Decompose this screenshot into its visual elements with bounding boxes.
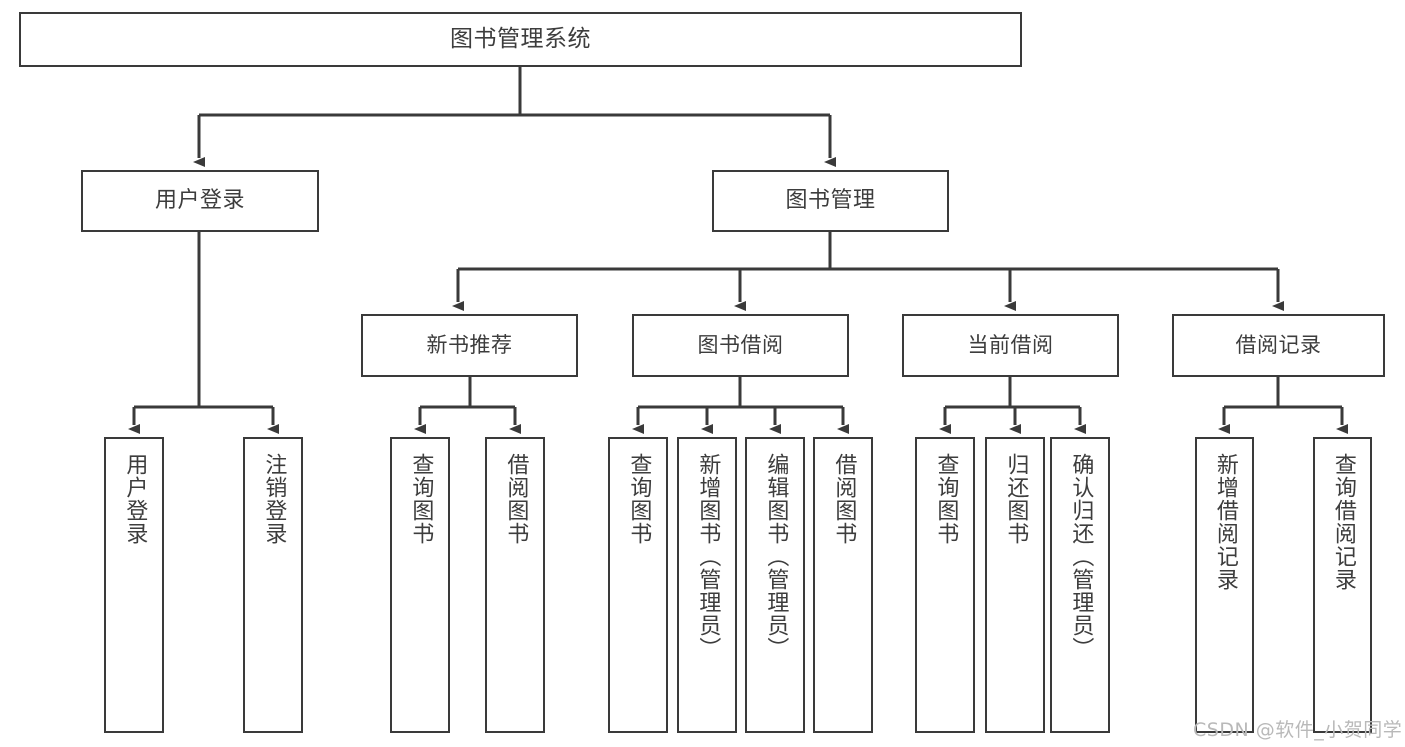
leaf-logout-label: 注销登录 <box>261 453 287 545</box>
leaf-query-book-recommend[interactable]: 查询图书 <box>390 437 450 733</box>
leaf-query-book-current-label: 查询图书 <box>933 453 959 545</box>
leaf-confirm-return-admin[interactable]: 确认归还（管理员） <box>1050 437 1110 733</box>
leaf-add-book-admin[interactable]: 新增图书（管理员） <box>677 437 737 733</box>
leaf-query-book-current[interactable]: 查询图书 <box>915 437 975 733</box>
node-book-borrow-label: 图书借阅 <box>697 333 784 358</box>
leaf-return-book[interactable]: 归还图书 <box>985 437 1045 733</box>
node-user-login-label: 用户登录 <box>154 188 245 214</box>
leaf-query-book-borrow[interactable]: 查询图书 <box>608 437 668 733</box>
leaf-return-book-label: 归还图书 <box>1003 453 1029 545</box>
node-new-book-recommend[interactable]: 新书推荐 <box>361 314 578 377</box>
leaf-borrow-book-label: 借阅图书 <box>831 453 857 545</box>
node-borrow-record[interactable]: 借阅记录 <box>1172 314 1385 377</box>
node-book-management[interactable]: 图书管理 <box>712 170 949 232</box>
watermark-text: CSDN @软件_小贺同学 <box>1193 719 1403 741</box>
leaf-query-borrow-record[interactable]: 查询借阅记录 <box>1313 437 1372 733</box>
leaf-confirm-return-admin-label: 确认归还（管理员） <box>1068 453 1094 660</box>
leaf-edit-book-admin[interactable]: 编辑图书（管理员） <box>745 437 805 733</box>
node-root-label: 图书管理系统 <box>450 25 591 52</box>
node-user-login[interactable]: 用户登录 <box>81 170 319 232</box>
leaf-edit-book-admin-label: 编辑图书（管理员） <box>763 453 789 660</box>
leaf-user-login[interactable]: 用户登录 <box>104 437 164 733</box>
leaf-add-book-admin-label: 新增图书（管理员） <box>695 453 721 660</box>
node-current-borrow-label: 当前借阅 <box>967 333 1054 358</box>
node-book-borrow[interactable]: 图书借阅 <box>632 314 849 377</box>
leaf-add-borrow-record[interactable]: 新增借阅记录 <box>1195 437 1254 733</box>
leaf-borrow-book-recommend[interactable]: 借阅图书 <box>485 437 545 733</box>
node-borrow-record-label: 借阅记录 <box>1235 333 1322 358</box>
leaf-add-borrow-record-label: 新增借阅记录 <box>1212 453 1238 591</box>
leaf-query-book-borrow-label: 查询图书 <box>626 453 652 545</box>
leaf-user-login-label: 用户登录 <box>122 453 148 545</box>
node-root[interactable]: 图书管理系统 <box>19 12 1022 67</box>
node-book-management-label: 图书管理 <box>785 188 876 214</box>
leaf-borrow-book[interactable]: 借阅图书 <box>813 437 873 733</box>
leaf-query-book-recommend-label: 查询图书 <box>408 453 434 545</box>
node-new-book-recommend-label: 新书推荐 <box>426 333 513 358</box>
node-current-borrow[interactable]: 当前借阅 <box>902 314 1119 377</box>
leaf-logout[interactable]: 注销登录 <box>243 437 303 733</box>
leaf-borrow-book-recommend-label: 借阅图书 <box>503 453 529 545</box>
leaf-query-borrow-record-label: 查询借阅记录 <box>1330 453 1356 591</box>
